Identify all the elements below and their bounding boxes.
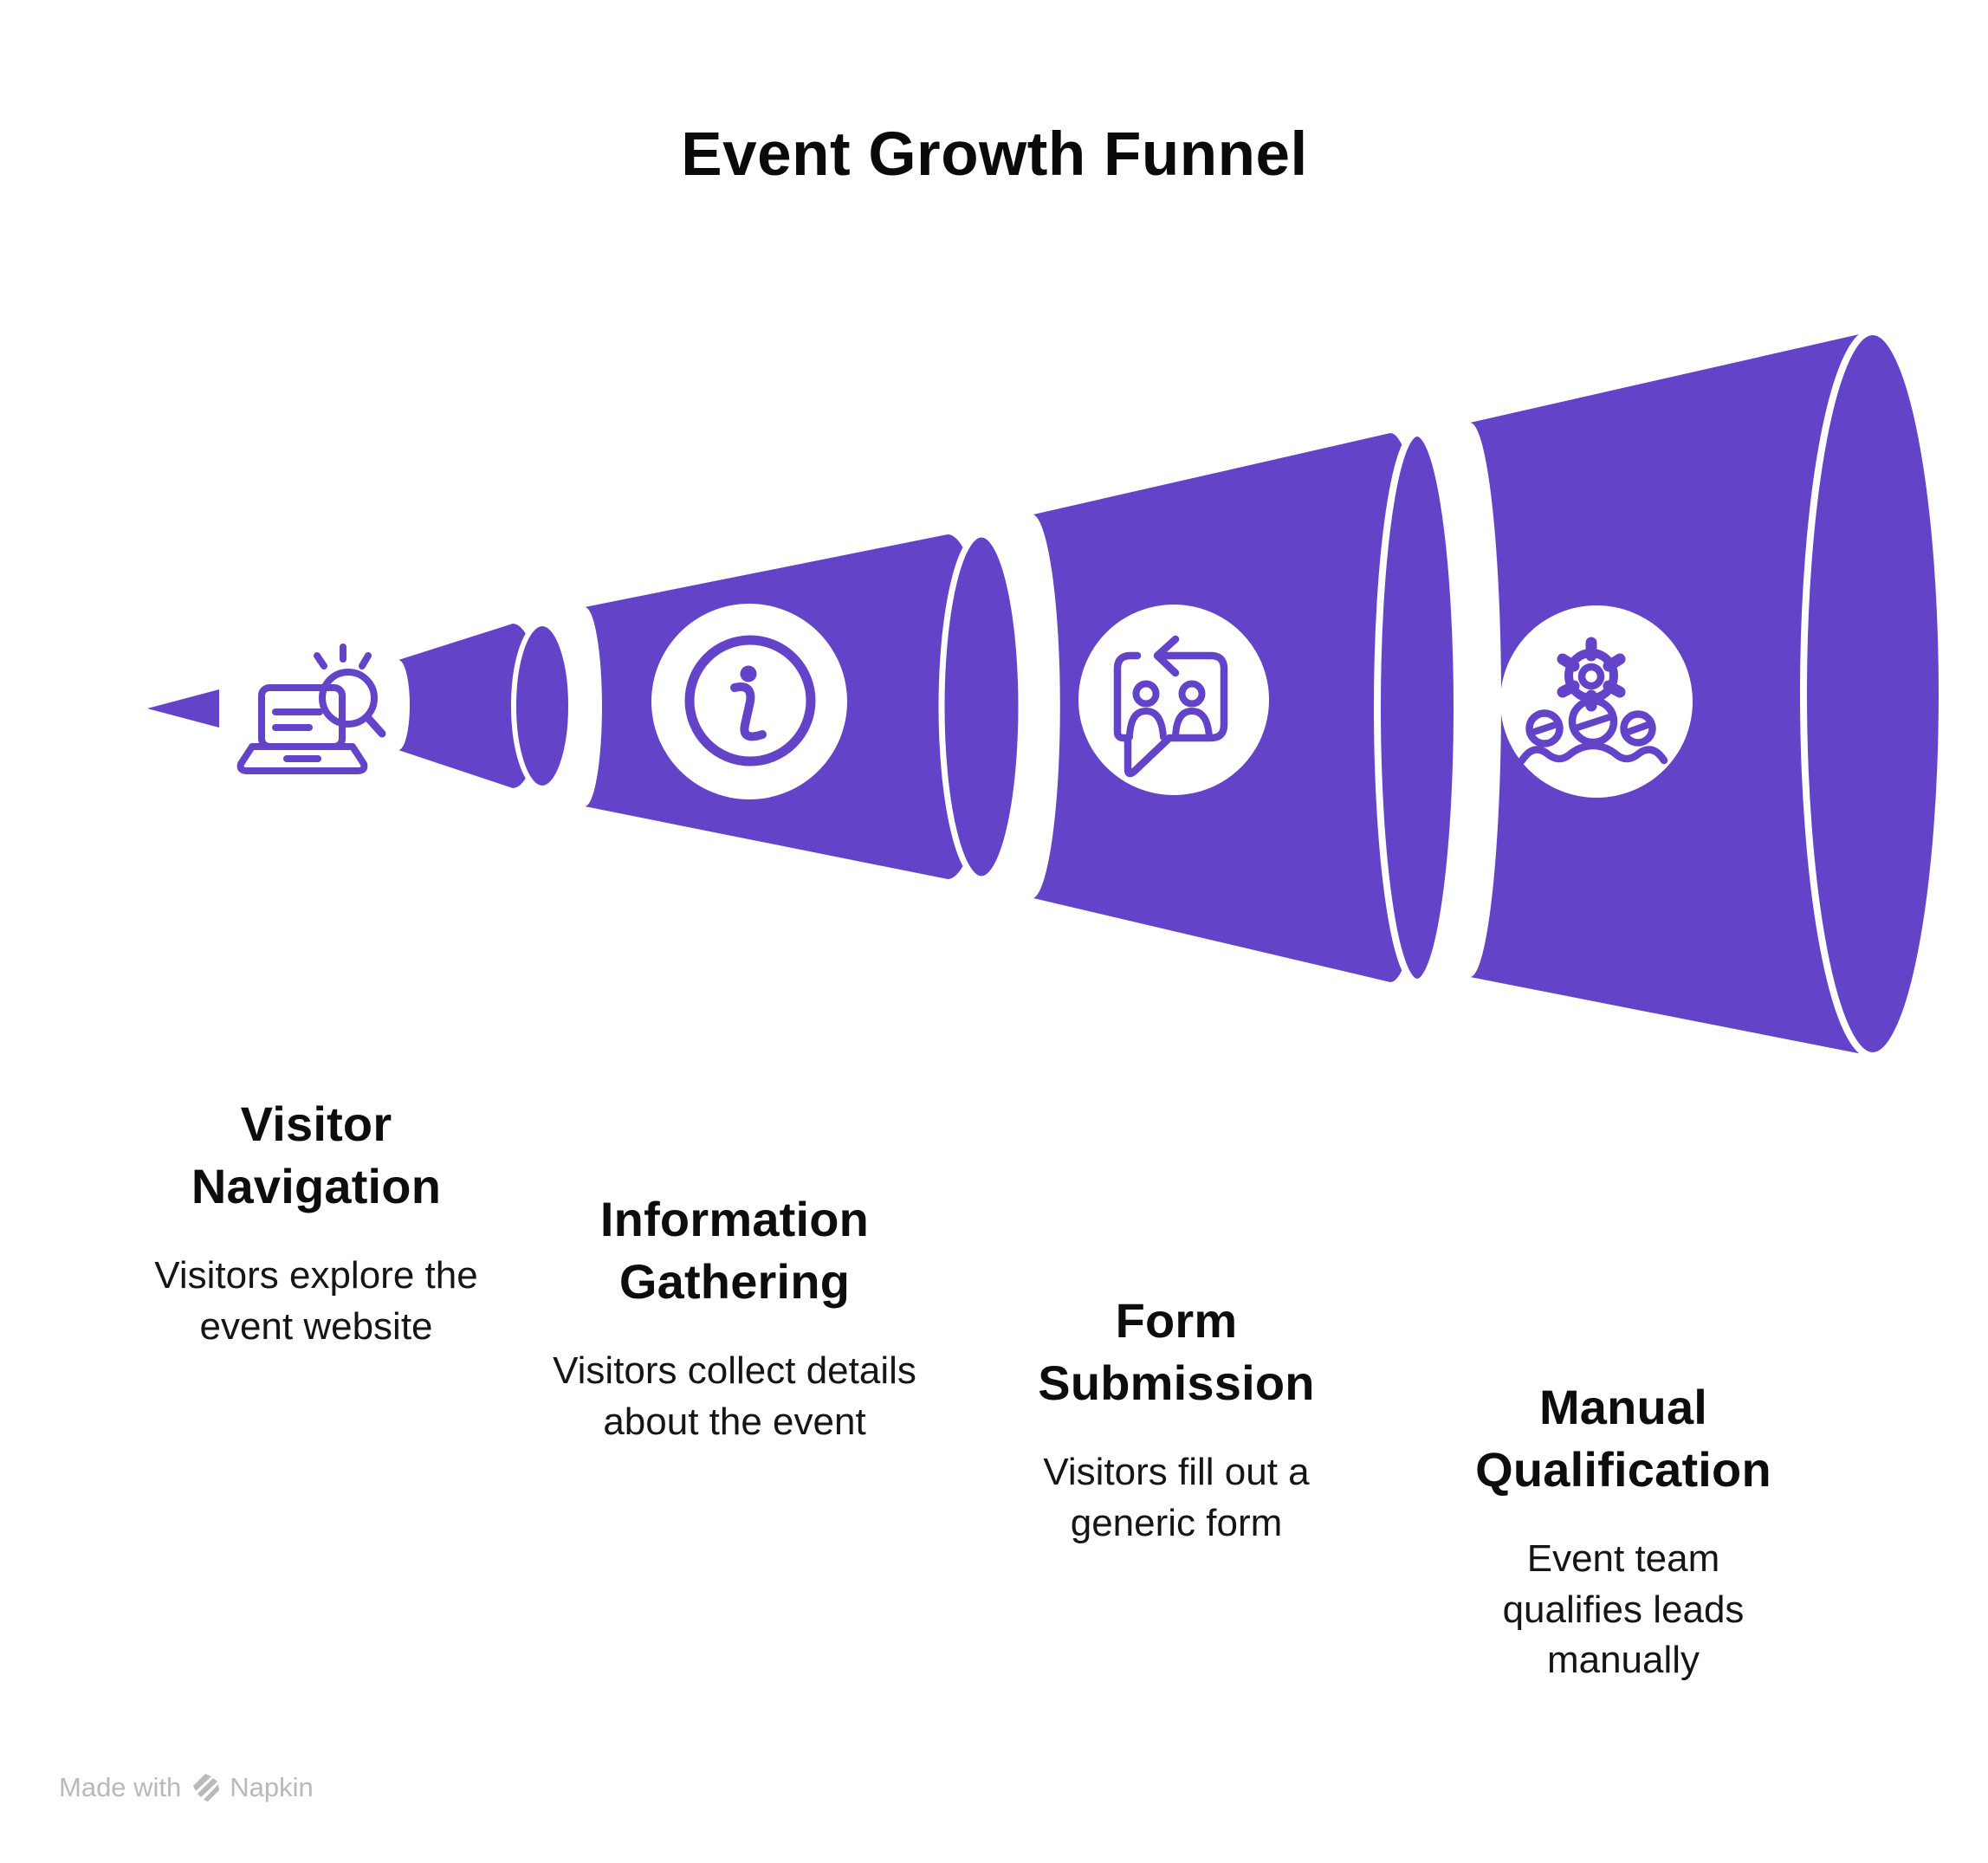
funnel-separator-disc-3 [1374,430,1460,986]
stage-1-description: Visitors explore the event website [154,1254,478,1348]
stage-4-heading: Manual Qualification [1475,1380,1771,1498]
stage-3-description: Visitors fill out a generic form [1043,1451,1310,1544]
chat-people-icon [1113,635,1228,778]
funnel-separator-disc-2 [938,531,1025,883]
stage-2-label: Information Gathering Visitors collect d… [527,1188,942,1447]
info-icon [684,635,816,767]
laptop-search-icon [236,644,386,774]
stage-1-heading: Visitor Navigation [191,1096,442,1214]
made-with-napkin-badge: Made with Napkin [59,1772,314,1803]
funnel-tip-arrow-icon [147,689,219,728]
funnel-separator-disc-1 [511,621,573,791]
stage-3-icon-circle [1078,605,1269,795]
page-title: Event Growth Funnel [681,120,1308,189]
napkin-brand-text: Napkin [230,1772,314,1802]
napkin-logo-icon [193,1774,220,1802]
made-with-text: Made with [59,1772,182,1802]
gear-team-icon [1518,637,1668,765]
stage-4-label: Manual Qualification Event team qualifie… [1415,1376,1831,1685]
stage-1-label: Visitor Navigation Visitors explore the … [108,1093,524,1352]
stage-4-description: Event team qualifies leads manually [1502,1537,1745,1681]
funnel-stage-1-segment [398,624,540,788]
stage-3-label: Form Submission Visitors fill out a gene… [968,1290,1384,1549]
stage-2-heading: Information Gathering [599,1192,870,1310]
funnel-mouth [1800,328,1946,1059]
stage-2-description: Visitors collect details about the event [553,1349,916,1443]
stage-3-heading: Form Submission [1038,1293,1315,1411]
